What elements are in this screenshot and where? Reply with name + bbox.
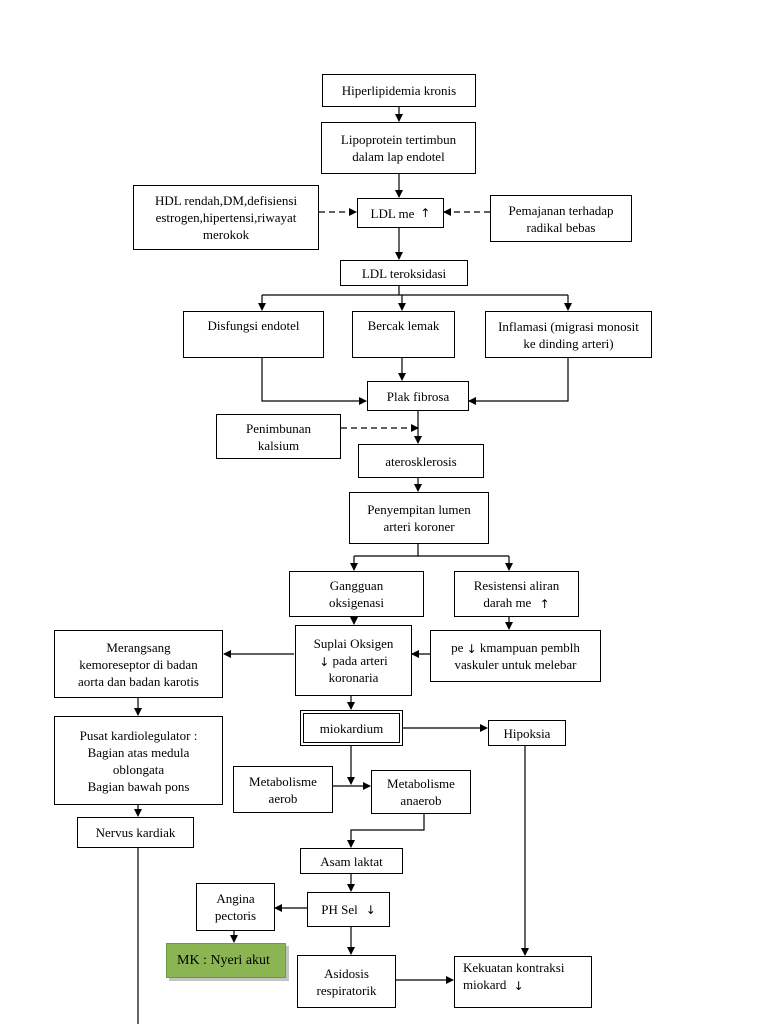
node-label-line2: miokard ↓ <box>463 976 524 993</box>
node-gangguan-oksigenasi: Gangguan oksigenasi <box>289 571 424 617</box>
node-label: LDL teroksidasi <box>361 265 447 281</box>
node-label: miokardium <box>319 720 384 736</box>
node-label: Penimbunan kalsium <box>246 420 311 453</box>
node-label: miokard <box>463 977 507 992</box>
node-asam-laktat: Asam laktat <box>300 848 403 874</box>
node-risk-factors: HDL rendah,DM,defisiensi estrogen,hipert… <box>133 185 319 250</box>
node-label: Plak fibrosa <box>386 388 450 404</box>
node-penyempitan-lumen: Penyempitan lumen arteri koroner <box>349 492 489 544</box>
node-label: Metabolisme anaerob <box>387 776 455 808</box>
node-hiperlipidemia-kronis: Hiperlipidemia kronis <box>322 74 476 107</box>
node-label: Pusat kardiolegulator : Bagian atas medu… <box>79 727 198 794</box>
node-mk-nyeri-akut: MK : Nyeri akut <box>166 943 286 978</box>
node-inflamasi: Inflamasi (migrasi monosit ke dinding ar… <box>485 311 652 358</box>
node-suplai-oksigen: Suplai Oksigen ↓ pada arteri koronaria <box>295 625 412 696</box>
node-label: Suplai Oksigen <box>313 636 394 651</box>
node-label: koronaria <box>328 670 379 685</box>
node-label-line2: ↓ pada arteri <box>319 652 388 669</box>
node-metabolisme-anaerob: Metabolisme anaerob <box>371 770 471 814</box>
node-label: Hiperlipidemia kronis <box>341 83 457 98</box>
node-label: vaskuler untuk melebar <box>454 657 577 672</box>
arrow-up-icon: ↑ <box>539 597 550 612</box>
node-label: LDL me <box>370 205 415 221</box>
node-label-line2: darah me ↑ <box>483 594 549 611</box>
node-ph-sel: PH Sel ↓ <box>307 892 390 927</box>
node-label: Inflamasi (migrasi monosit ke dinding ar… <box>498 318 639 351</box>
node-plak-fibrosa: Plak fibrosa <box>367 381 469 411</box>
node-ldl-meningkat: LDL me ↑ <box>357 198 444 228</box>
node-angina-pectoris: Angina pectoris <box>196 883 275 931</box>
node-hipoksia: Hipoksia <box>488 720 566 746</box>
arrow-up-icon: ↑ <box>420 206 431 220</box>
node-label: Gangguan oksigenasi <box>329 578 384 610</box>
node-label: Disfungsi endotel <box>207 318 300 333</box>
node-label: HDL rendah,DM,defisiensi estrogen,hipert… <box>154 193 298 242</box>
node-penimbunan-kalsium: Penimbunan kalsium <box>216 414 341 459</box>
node-bercak-lemak: Bercak lemak <box>352 311 455 358</box>
node-miokardium: miokardium <box>300 710 403 746</box>
arrow-down-icon: ↓ <box>466 642 477 657</box>
node-label: Angina pectoris <box>214 891 257 923</box>
node-label: Pemajanan terhadap radikal bebas <box>508 202 614 235</box>
node-pusat-kardiolegulator: Pusat kardiolegulator : Bagian atas medu… <box>54 716 223 805</box>
node-label: PH Sel <box>321 902 358 917</box>
node-metabolisme-aerob: Metabolisme aerob <box>233 766 333 813</box>
node-aterosklerosis: aterosklerosis <box>358 444 484 478</box>
node-disfungsi-endotel: Disfungsi endotel <box>183 311 324 358</box>
edge-anaerob-asam <box>347 814 425 848</box>
node-label: Merangsang kemoreseptor di badan aorta d… <box>78 639 199 689</box>
node-kekuatan-kontraksi: Kekuatan kontraksi miokard ↓ <box>454 956 592 1008</box>
arrow-down-icon: ↓ <box>319 655 330 670</box>
node-label: Asam laktat <box>320 853 383 869</box>
arrow-down-icon: ↓ <box>513 979 524 994</box>
node-merangsang-kemoreseptor: Merangsang kemoreseptor di badan aorta d… <box>54 630 223 698</box>
node-label: Bercak lemak <box>367 318 440 333</box>
node-resistensi-aliran: Resistensi aliran darah me ↑ <box>454 571 579 617</box>
node-nervus-kardiak: Nervus kardiak <box>77 817 194 848</box>
node-lipoprotein-tertimbun: Lipoprotein tertimbun dalam lap endotel <box>321 122 476 174</box>
node-pemajanan-radikal: Pemajanan terhadap radikal bebas <box>490 195 632 242</box>
node-label: pe <box>451 640 464 655</box>
node-label: pada arteri <box>332 653 388 668</box>
node-label: Lipoprotein tertimbun dalam lap endotel <box>340 132 457 164</box>
node-label: darah me <box>483 595 532 610</box>
node-label: Asidosis respiratorik <box>316 965 377 998</box>
node-label: Hipoksia <box>503 725 551 741</box>
node-label: aterosklerosis <box>385 453 457 469</box>
node-ldl-teroksidasi: LDL teroksidasi <box>340 260 468 286</box>
node-kemampuan-pembuluh: pe ↓ kmampuan pemblh vaskuler untuk mele… <box>430 630 601 682</box>
node-label: Kekuatan kontraksi <box>463 960 565 975</box>
edge-inflamasi-plak <box>468 358 569 405</box>
arrow-down-icon: ↓ <box>365 902 376 917</box>
node-label: kmampuan pemblh <box>479 640 580 655</box>
edge-disfungsi-plak <box>261 358 367 405</box>
node-label: MK : Nyeri akut <box>177 953 270 968</box>
node-label: Nervus kardiak <box>95 825 176 840</box>
node-label-line1: pe ↓ kmampuan pemblh <box>451 639 580 656</box>
node-label: Penyempitan lumen arteri koroner <box>367 502 471 534</box>
node-asidosis-respiratorik: Asidosis respiratorik <box>297 955 396 1008</box>
node-label: Resistensi aliran <box>473 578 560 593</box>
node-label: Metabolisme aerob <box>249 773 317 806</box>
